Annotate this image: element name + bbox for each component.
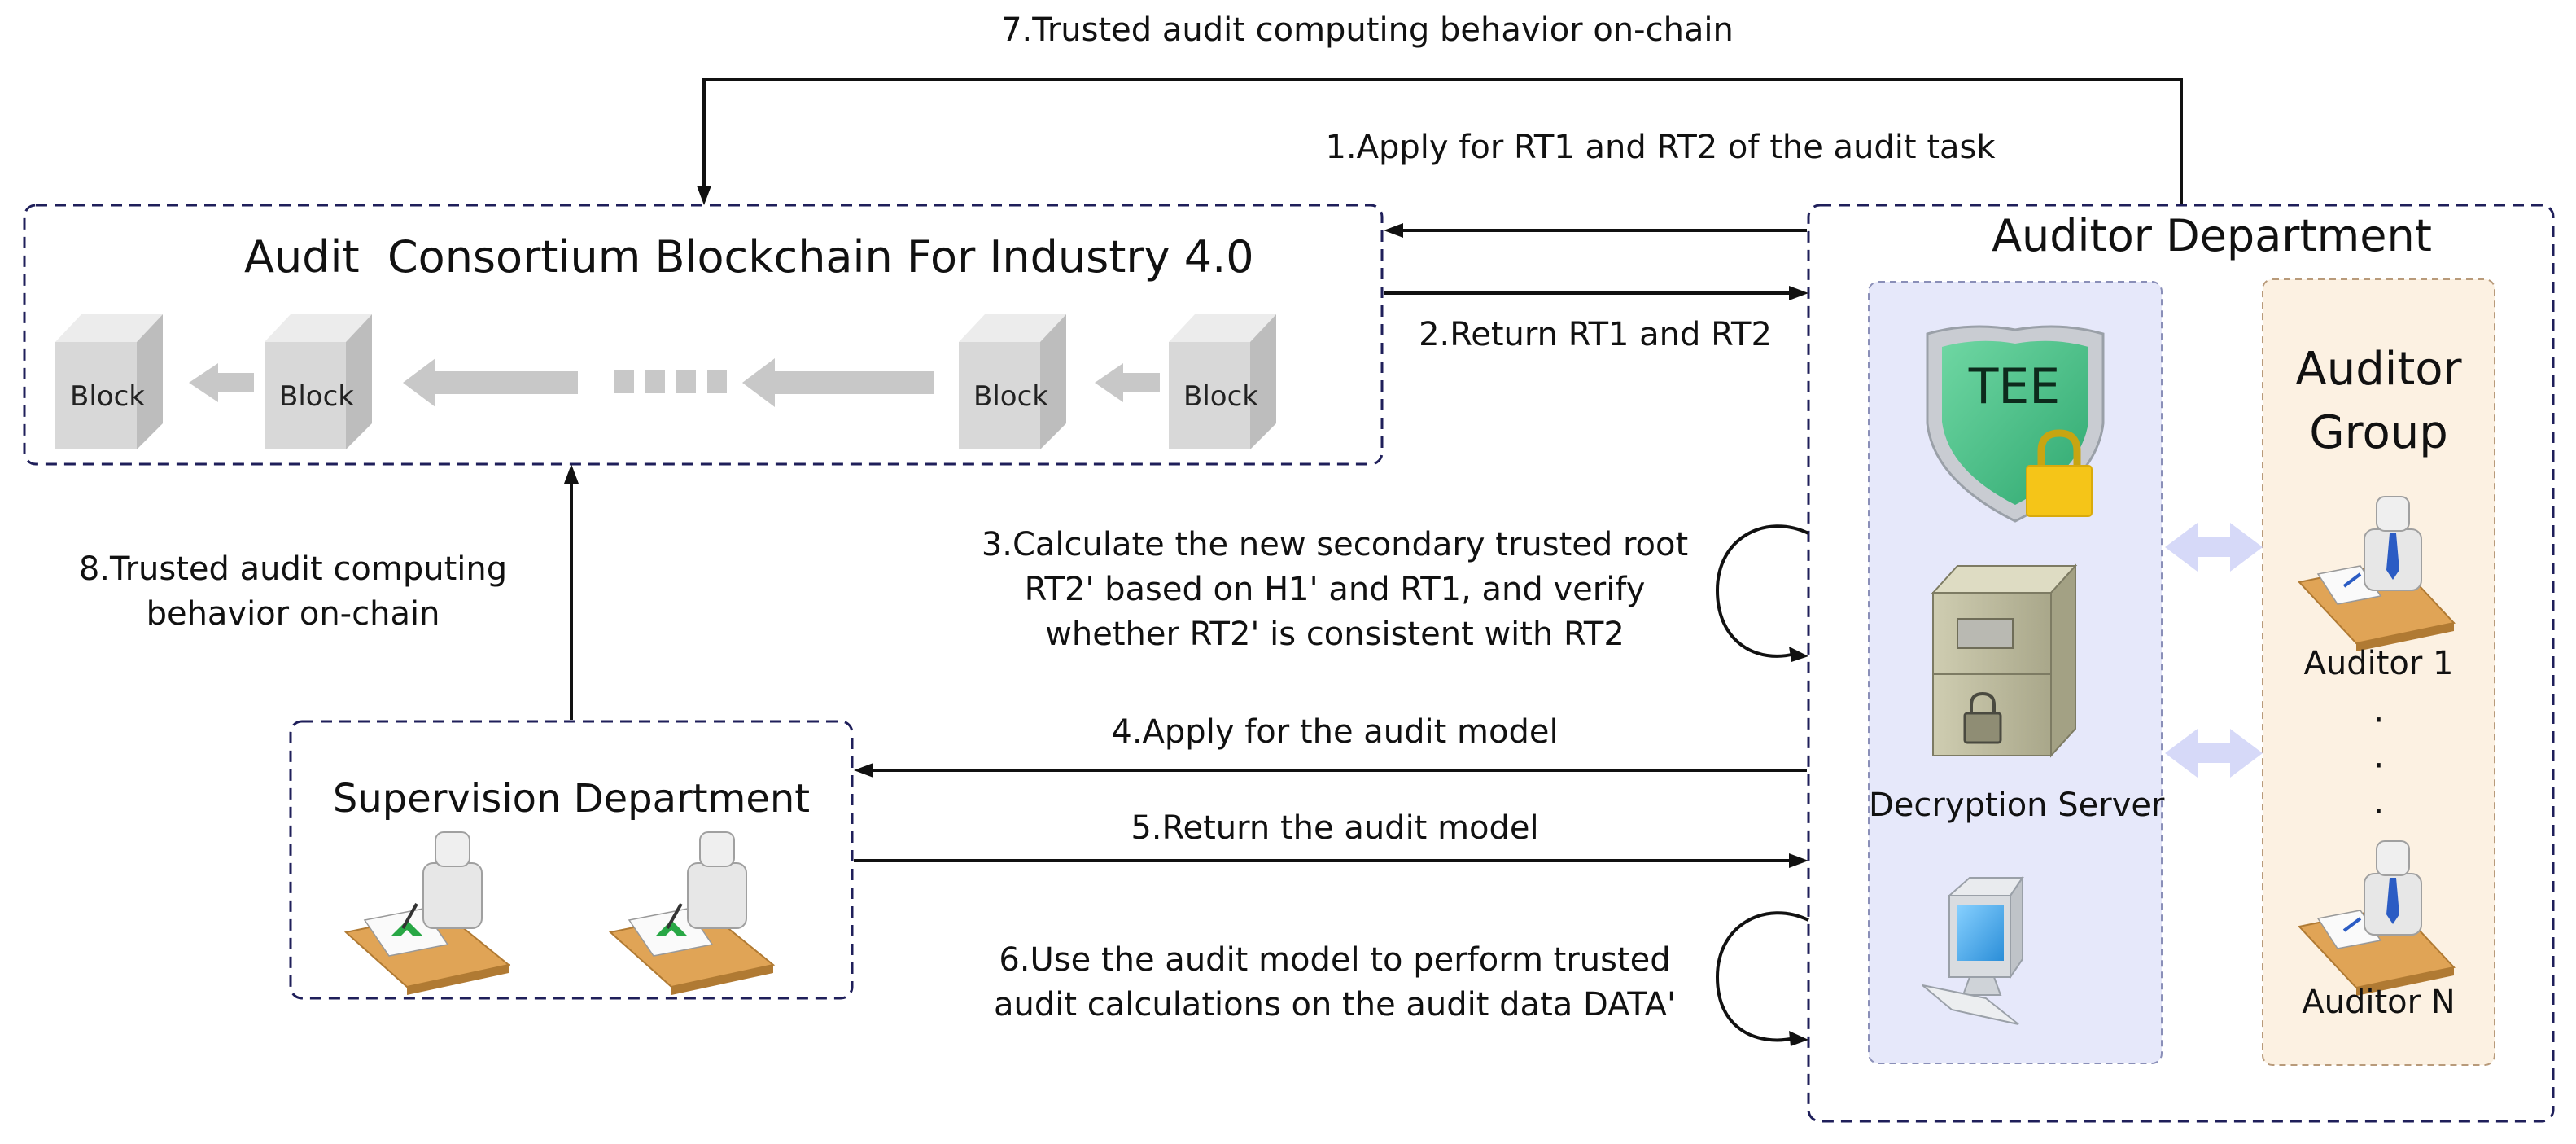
- step-3-label-line1: 3.Calculate the new secondary trusted ro…: [981, 526, 1689, 563]
- double-arrow-upper: [2165, 523, 2263, 572]
- step-7-label: 7.Trusted audit computing behavior on-ch…: [1001, 11, 1734, 49]
- arrowheads: [564, 186, 1808, 1046]
- block-label-4: Block: [1183, 380, 1258, 413]
- step-8-label-line2: behavior on-chain: [146, 595, 440, 633]
- arrow-step-3-loop: [1715, 524, 1809, 658]
- step-1-label: 1.Apply for RT1 and RT2 of the audit tas…: [1325, 129, 1996, 166]
- block-cube-3: [959, 314, 1066, 449]
- block-cube-2: [265, 314, 372, 449]
- auditor-group-title-line2: Group: [2309, 406, 2448, 459]
- server-cabinet-icon: [1931, 563, 2078, 758]
- block-cube-1: [55, 314, 163, 449]
- padlock-icon: [2026, 429, 2093, 517]
- block-label-1: Block: [70, 380, 145, 413]
- chain-arrow-2: [403, 358, 578, 407]
- step-6-label-line2: audit calculations on the audit data DAT…: [993, 986, 1677, 1023]
- step-3-label-line3: whether RT2' is consistent with RT2: [1045, 616, 1625, 653]
- decryption-server-label: Decryption Server: [1869, 787, 2165, 824]
- auditor-1-figure-icon: [2298, 496, 2456, 651]
- blockchain-title: Audit Consortium Blockchain For Industry…: [244, 231, 1254, 283]
- supervision-department-title: Supervision Department: [332, 776, 811, 822]
- chain-dashes: [614, 370, 727, 393]
- auditor-department-title: Auditor Department: [1992, 210, 2432, 261]
- step-4-label: 4.Apply for the audit model: [1111, 713, 1559, 751]
- auditor-ellipsis-1: ·: [2373, 699, 2385, 741]
- step-6-label-line1: 6.Use the audit model to perform trusted: [999, 941, 1671, 979]
- step-2-label: 2.Return RT1 and RT2: [1419, 316, 1772, 353]
- supervisor-1-figure-icon: [343, 831, 511, 995]
- arrow-step-7: [702, 78, 2183, 204]
- auditor-n-figure-icon: [2298, 840, 2456, 996]
- supervisor-2-figure-icon: [608, 831, 776, 995]
- block-label-3: Block: [973, 380, 1048, 413]
- auditor-1-label: Auditor 1: [2303, 645, 2454, 682]
- tee-label: TEE: [1968, 358, 2061, 415]
- step-8-label-line1: 8.Trusted audit computing: [78, 550, 508, 588]
- auditor-group-panel: [2262, 278, 2495, 1066]
- auditor-n-label: Auditor N: [2302, 984, 2456, 1021]
- chain-arrow-4: [1095, 363, 1160, 402]
- double-arrow-lower: [2165, 729, 2263, 778]
- block-label-2: Block: [279, 380, 354, 413]
- chain-arrow-1: [189, 363, 254, 402]
- computer-icon: [1922, 874, 2024, 1025]
- block-cube-4: [1169, 314, 1276, 449]
- auditor-group-title-line1: Auditor: [2295, 343, 2462, 396]
- step-5-label: 5.Return the audit model: [1131, 809, 1539, 847]
- auditor-ellipsis-3: ·: [2373, 791, 2385, 832]
- auditor-ellipsis-2: ·: [2373, 745, 2385, 787]
- step-3-label-line2: RT2' based on H1' and RT1, and verify: [1024, 571, 1646, 608]
- chain-arrow-3: [742, 358, 934, 407]
- arrow-step-6-loop: [1715, 911, 1809, 1042]
